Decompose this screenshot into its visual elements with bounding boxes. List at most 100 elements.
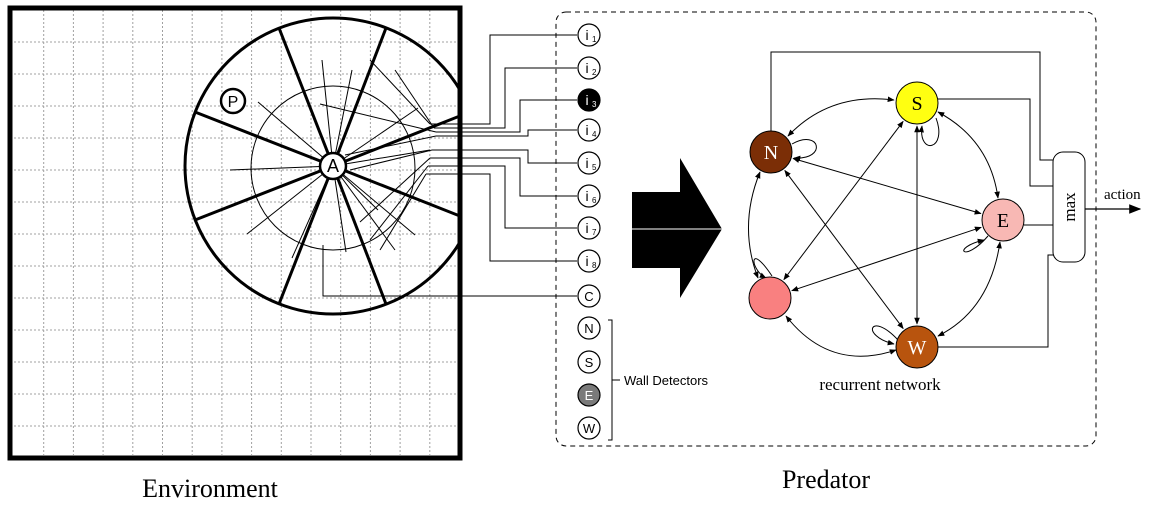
network-node-label: W xyxy=(908,337,927,359)
max-input-n xyxy=(770,51,1053,161)
input-label: i xyxy=(585,27,588,43)
sensor-wire-fan xyxy=(319,103,437,133)
max-label: max xyxy=(1060,192,1079,222)
input-subscript: 2 xyxy=(592,68,597,77)
prey-marker xyxy=(219,87,247,115)
sensor-inner-ring xyxy=(250,85,416,251)
input-subscript: 8 xyxy=(592,261,597,270)
input-subscript: 5 xyxy=(592,163,597,172)
wall-detector-label: W xyxy=(583,421,596,436)
sensor-field xyxy=(183,16,460,316)
input-subscript: 3 xyxy=(592,100,597,109)
input-label: i xyxy=(585,188,588,204)
connection-curve xyxy=(937,111,1000,199)
wall-detector-label: S xyxy=(585,355,594,370)
sensor-wire xyxy=(322,245,577,297)
connection-curve xyxy=(963,235,989,253)
sensor-wire xyxy=(434,67,577,129)
predator-border xyxy=(555,11,1097,447)
environment-panel: P A Environment xyxy=(7,5,463,503)
agent-marker xyxy=(318,151,348,181)
network-node-unlabeled xyxy=(748,276,792,320)
max-input-w xyxy=(938,254,1053,348)
connection-curve xyxy=(785,315,897,357)
max-input-s xyxy=(938,98,1053,187)
connection-curve xyxy=(787,96,895,137)
network-node-label: N xyxy=(764,142,778,164)
wall-detector-label: E xyxy=(585,388,594,403)
agent-label: A xyxy=(327,156,339,176)
input-subscript: 7 xyxy=(592,228,597,237)
network-node-e: E xyxy=(981,198,1025,242)
connection-curve xyxy=(871,325,899,346)
connection-curve xyxy=(753,258,773,279)
network-label: recurrent network xyxy=(819,375,941,394)
transform-arrow xyxy=(632,158,722,298)
network-node-s: S xyxy=(895,81,939,125)
wall-detector-w: W xyxy=(577,416,601,440)
connection-curve xyxy=(791,139,817,162)
sensor-wire xyxy=(430,157,577,197)
input-label: i xyxy=(585,220,588,236)
sensor-wire-fan xyxy=(359,157,431,223)
network-node-label: E xyxy=(997,210,1009,232)
sensor-rays xyxy=(229,59,441,259)
connection-N-E xyxy=(792,157,982,215)
network-node-label: S xyxy=(911,93,922,115)
input-unit-c: C xyxy=(577,284,601,308)
network-node-n: N xyxy=(749,130,793,174)
wall-detector-n: N xyxy=(577,316,601,340)
input-label: i xyxy=(585,122,588,138)
recurrent-network: N S E W xyxy=(747,51,1053,369)
sensor-wire-fan xyxy=(379,173,427,251)
connection-S-X xyxy=(783,120,904,281)
environment-grid xyxy=(14,10,460,455)
connection-E-X xyxy=(791,226,982,292)
sensor-wire xyxy=(426,173,577,262)
sensor-wire xyxy=(432,149,577,164)
sensor-wire-fan xyxy=(344,135,437,156)
input-subscript: 1 xyxy=(592,35,597,44)
input-subscript: 4 xyxy=(592,130,597,139)
input-label: i xyxy=(585,155,588,171)
sensor-wire xyxy=(428,165,577,229)
connection-curve xyxy=(918,117,940,146)
sensor-wires xyxy=(319,34,577,297)
wall-detector-e: E xyxy=(577,383,601,407)
sensor-wire xyxy=(430,34,577,125)
max-unit xyxy=(1052,151,1086,263)
wall-detector-s: S xyxy=(577,350,601,374)
wall-detector-label: N xyxy=(584,321,593,336)
sensor-wire-fan xyxy=(394,69,435,129)
action-label: action xyxy=(1104,187,1141,203)
connection-curve xyxy=(937,241,1002,337)
wall-detectors-label: Wall Detectors xyxy=(624,373,709,388)
sensor-wire xyxy=(436,129,577,137)
sensor-spokes xyxy=(194,27,460,305)
environment-border xyxy=(7,5,463,461)
sensor-wire-fan xyxy=(349,149,433,171)
sensor-outer-ring xyxy=(183,16,460,316)
connection-N-W xyxy=(784,169,904,330)
input-label: i xyxy=(585,92,588,108)
input-label: i xyxy=(585,253,588,269)
environment-caption: Environment xyxy=(142,474,279,503)
connection-curve xyxy=(747,171,761,279)
predator-caption: Predator xyxy=(782,465,870,494)
sensor-wire-fan xyxy=(369,59,431,125)
sensor-wire xyxy=(436,99,577,133)
input-subscript: 6 xyxy=(592,196,597,205)
prey-label: P xyxy=(228,94,239,111)
input-c-label: C xyxy=(584,289,593,304)
